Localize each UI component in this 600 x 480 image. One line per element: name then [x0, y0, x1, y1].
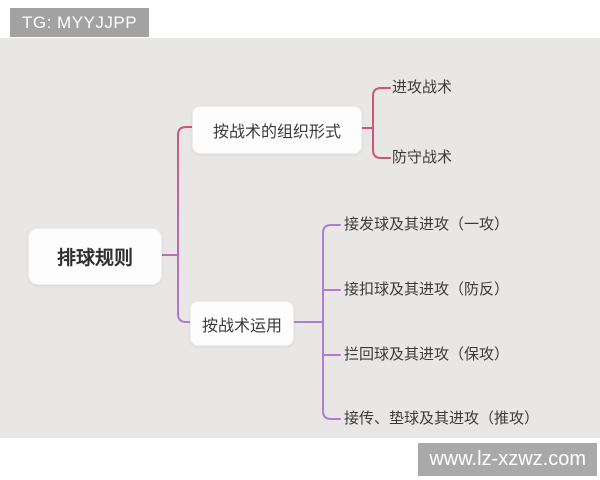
leaf-offense-tactics[interactable]: 进攻战术: [392, 79, 453, 96]
node-root[interactable]: 排球规则: [28, 228, 162, 285]
leaf-defense-tactics[interactable]: 防守战术: [392, 149, 453, 166]
node-branch-tactics-organization[interactable]: 按战术的组织形式: [192, 106, 362, 154]
leaf-block-return-attack[interactable]: 拦回球及其进攻（保攻）: [344, 346, 510, 363]
tg-badge: TG: MYYJJPP: [10, 8, 150, 37]
leaf-serve-receive-attack[interactable]: 接发球及其进攻（一攻）: [344, 216, 510, 233]
site-watermark: www.lz-xzwz.com: [418, 443, 597, 476]
leaf-pass-dig-attack[interactable]: 接传、垫球及其进攻（推攻）: [344, 410, 540, 427]
leaf-spike-receive-attack[interactable]: 接扣球及其进攻（防反）: [344, 281, 510, 298]
node-branch-tactics-application[interactable]: 按战术运用: [190, 301, 294, 346]
